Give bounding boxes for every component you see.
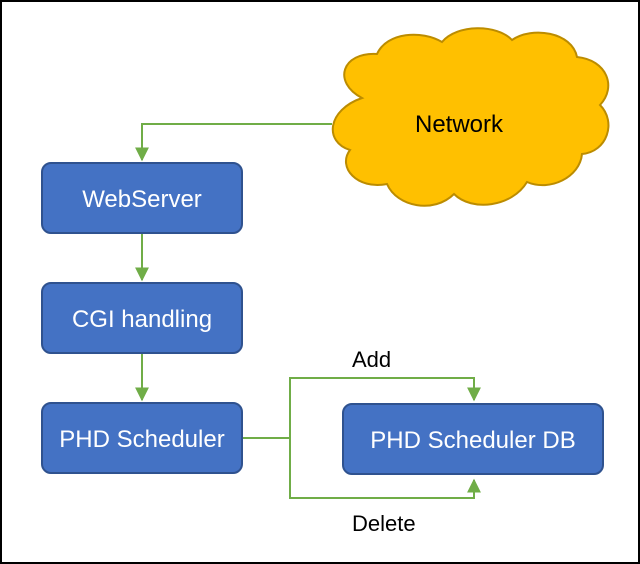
cgi-box: [41, 282, 243, 354]
scheduler-db-node: PHD Scheduler DB: [342, 403, 604, 475]
cgi-node: CGI handling: [41, 282, 243, 354]
scheduler-box: [41, 402, 243, 474]
delete-edge-label: Delete: [352, 511, 416, 536]
scheduler-db-box: [342, 403, 604, 475]
webserver-label: WebServer: [82, 186, 202, 213]
scheduler-db-label: PHD Scheduler DB: [370, 427, 575, 454]
scheduler-node: PHD Scheduler: [41, 402, 243, 474]
connector-scheduler-add-to-db: [242, 377, 481, 439]
network-label: Network: [415, 111, 504, 138]
network-cloud: Network: [331, 27, 610, 207]
add-edge-label: Add: [352, 347, 391, 372]
scheduler-label: PHD Scheduler: [59, 426, 224, 453]
cloud-shape: [331, 27, 610, 207]
connector-scheduler-delete-to-db: [289, 438, 481, 499]
webserver-box: [41, 162, 243, 234]
webserver-node: WebServer: [41, 162, 243, 234]
connectors: [135, 123, 481, 499]
cgi-label: CGI handling: [72, 306, 212, 333]
connector-network-to-webserver: [135, 123, 332, 162]
